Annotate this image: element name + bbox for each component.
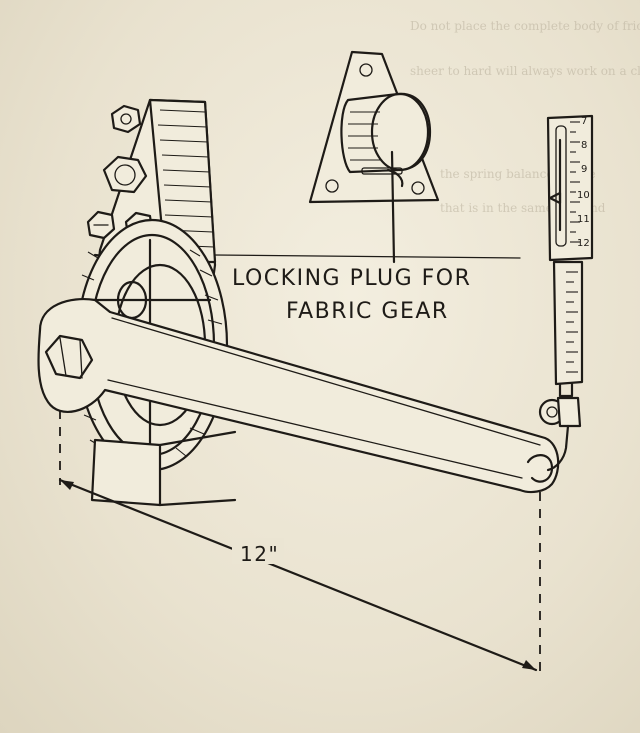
callout-text-line-2: FABRIC GEAR bbox=[286, 299, 449, 324]
housing-bolt-hex-large bbox=[102, 155, 148, 194]
spring-balance: 7 8 9 10 11 12 bbox=[538, 114, 594, 472]
scale-number-7: 7 bbox=[581, 116, 587, 127]
wrench-head-nut bbox=[44, 334, 94, 380]
scale-number-10: 10 bbox=[577, 190, 590, 201]
scale-number-11: 11 bbox=[577, 214, 590, 225]
torque-wrench bbox=[37, 298, 560, 494]
bleed-through-text: Do not place the complete body of fricti… bbox=[410, 19, 640, 215]
bleed-line-2: sheer to hard will always work on a clea… bbox=[410, 64, 640, 78]
dimension-label: 12" bbox=[240, 542, 279, 566]
locking-plug-inset bbox=[308, 50, 440, 264]
balance-scale-ticks bbox=[570, 121, 580, 243]
bleed-line-1: Do not place the complete body of fricti… bbox=[410, 19, 640, 33]
scale-number-8: 8 bbox=[581, 140, 587, 151]
scale-number-12: 12 bbox=[577, 238, 590, 249]
housing-bolt-top bbox=[110, 104, 142, 134]
callout-text-line-1: LOCKING PLUG FOR bbox=[232, 266, 471, 291]
scale-number-9: 9 bbox=[581, 164, 587, 175]
dimension-12-inch: 12" bbox=[58, 410, 541, 675]
housing-bolt-lower-left bbox=[86, 210, 116, 240]
